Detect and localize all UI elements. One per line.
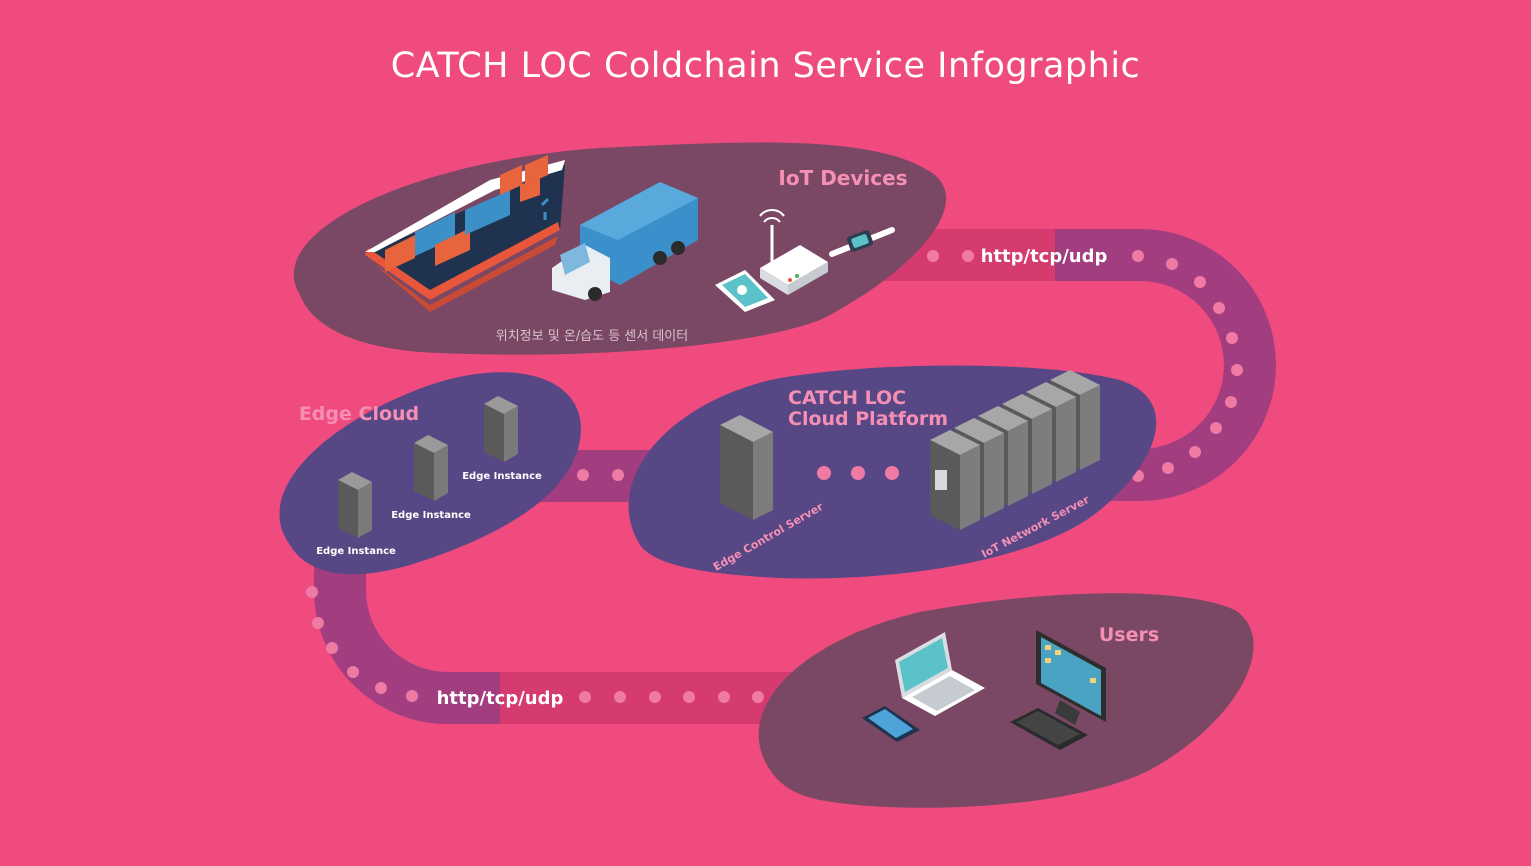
edge-control-server-icon xyxy=(720,415,773,520)
container-ship-icon xyxy=(365,155,565,312)
bottom-protocol-label: http/tcp/udp xyxy=(437,688,564,709)
iot-devices-title: IoT Devices xyxy=(778,166,907,190)
edge-instance-label-3: Edge Instance xyxy=(462,471,542,482)
page-title: CATCH LOC Coldchain Service Infographic xyxy=(390,46,1141,86)
edge-instance-label-2: Edge Instance xyxy=(391,510,471,521)
track-dots xyxy=(306,250,1243,703)
top-protocol-label: http/tcp/udp xyxy=(981,246,1108,267)
iot-devices-caption: 위치정보 및 온/습도 등 센서 데이터 xyxy=(496,329,688,344)
edge-instance-server-2 xyxy=(414,435,448,501)
smartphone-icon xyxy=(715,270,775,312)
laptop-icon xyxy=(895,632,985,716)
edge-instance-label-1: Edge Instance xyxy=(316,546,396,557)
desktop-icon xyxy=(1036,630,1106,725)
platform-title-line2: Cloud Platform xyxy=(788,408,948,430)
platform-title-line1: CATCH LOC xyxy=(788,387,906,409)
edge-instance-server-3 xyxy=(484,396,518,462)
users-blob xyxy=(758,593,1254,808)
truck-icon xyxy=(552,182,698,301)
keyboard-icon xyxy=(1010,708,1088,750)
edge-instance-server-1 xyxy=(338,472,372,538)
users-title: Users xyxy=(1099,624,1159,646)
router-icon xyxy=(759,209,828,295)
iot-network-server-icon xyxy=(930,370,1100,530)
platform-link-dots xyxy=(817,466,899,480)
connection-track xyxy=(314,229,1276,724)
phone-icon xyxy=(862,706,920,742)
smartwatch-icon xyxy=(829,227,895,257)
edge-cloud-title: Edge Cloud xyxy=(299,403,419,425)
